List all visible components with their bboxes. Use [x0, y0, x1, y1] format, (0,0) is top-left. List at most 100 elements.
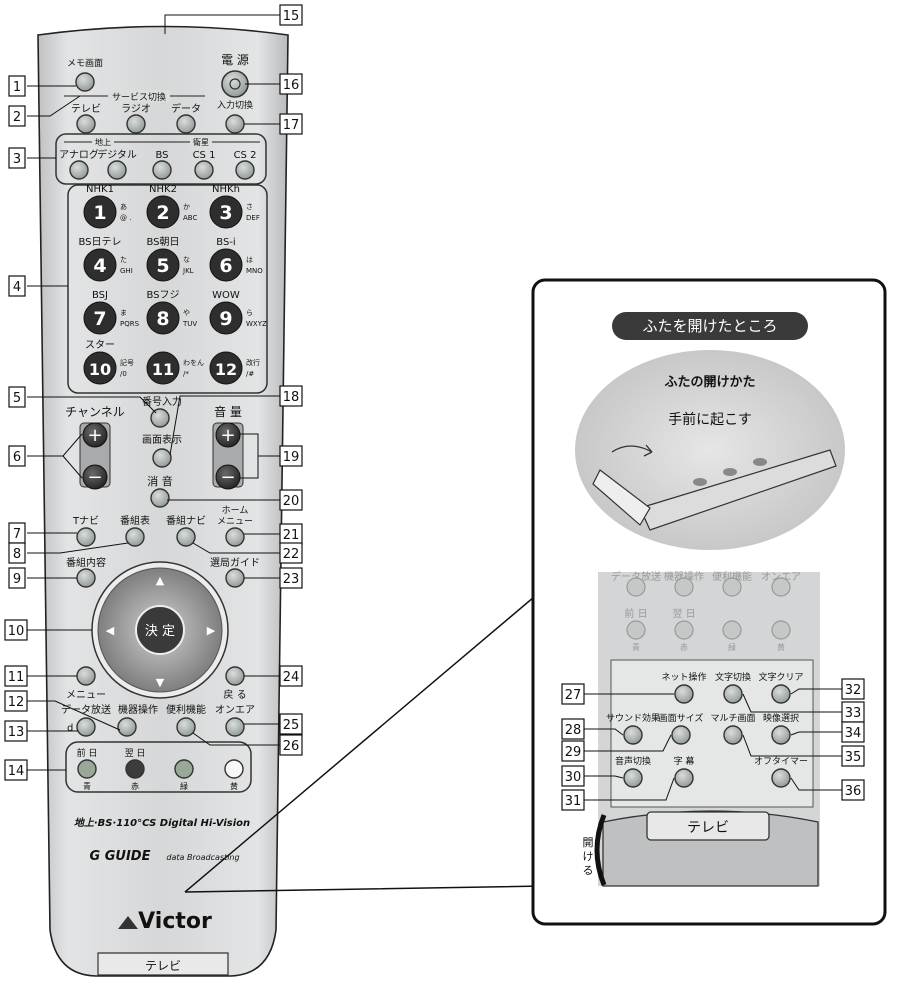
power-label: 電 源 — [221, 53, 249, 67]
number-key[interactable] — [209, 301, 243, 335]
faded-color-label: 青 — [632, 642, 640, 652]
number-key-channel: WOW — [212, 290, 240, 301]
inset-button[interactable] — [723, 684, 743, 704]
arrow-left-icon[interactable]: ◀ — [106, 624, 115, 637]
faded-color-button — [626, 620, 646, 640]
mute-button[interactable] — [150, 488, 170, 508]
inset-button[interactable] — [674, 768, 694, 788]
number-key[interactable] — [83, 195, 117, 229]
callout-number: 33 — [845, 706, 862, 721]
home-label-line2: メニュー — [217, 517, 253, 527]
service-button[interactable] — [176, 114, 196, 134]
display-button[interactable] — [152, 448, 172, 468]
inset-buttons: ネット操作27文字切換33文字クリア32サウンド効果28画面サイズ29マルチ画面… — [561, 671, 865, 811]
inset-button[interactable] — [723, 725, 743, 745]
prog-info-button[interactable] — [76, 568, 96, 588]
enter-button[interactable] — [135, 605, 185, 655]
inset-button[interactable] — [623, 725, 643, 745]
callout-box — [561, 718, 585, 740]
number-key[interactable] — [83, 351, 117, 385]
number-key-sub: /0 — [120, 370, 127, 378]
device-op-button[interactable] — [117, 717, 137, 737]
channel-up-button[interactable] — [82, 422, 108, 448]
service-button[interactable] — [76, 114, 96, 134]
broadcast-button-label: CS 2 — [234, 150, 257, 161]
volume-label: 音 量 — [214, 404, 242, 419]
color-button[interactable] — [77, 759, 97, 779]
number-key[interactable] — [146, 301, 180, 335]
inset-button-label: サウンド効果 — [606, 712, 660, 724]
broadcast-button[interactable] — [194, 160, 214, 180]
tnavi-button[interactable] — [76, 527, 96, 547]
number-key[interactable] — [209, 195, 243, 229]
epg-button[interactable] — [125, 527, 145, 547]
broadcast-button[interactable] — [152, 160, 172, 180]
station-guide-button[interactable] — [225, 568, 245, 588]
callout-number: 8 — [13, 547, 21, 562]
service-button[interactable] — [126, 114, 146, 134]
inset-button[interactable] — [771, 725, 791, 745]
broadcast-button-label: CS 1 — [193, 150, 216, 161]
callout-number: 12 — [8, 695, 25, 710]
color-button[interactable] — [125, 759, 145, 779]
arrow-up-icon[interactable]: ▲ — [156, 574, 165, 587]
convenient-button[interactable] — [176, 717, 196, 737]
number-key-kana: た — [120, 256, 127, 264]
number-key[interactable] — [146, 351, 180, 385]
volume-up-button[interactable] — [215, 422, 241, 448]
back-button[interactable] — [225, 666, 245, 686]
callout-box — [841, 678, 865, 700]
callout-number: 22 — [283, 547, 300, 562]
menu-button[interactable] — [76, 666, 96, 686]
channel-down-button[interactable] — [82, 464, 108, 490]
callout-box — [4, 690, 28, 712]
color-button[interactable] — [224, 759, 244, 779]
inset-button[interactable] — [771, 684, 791, 704]
callout-box — [8, 567, 26, 589]
color-button[interactable] — [174, 759, 194, 779]
power-icon — [229, 78, 241, 90]
back-label: 戻 る — [223, 688, 246, 701]
inset-button[interactable] — [623, 768, 643, 788]
service-button-label: データ — [171, 102, 201, 115]
data-broadcast-button[interactable] — [76, 717, 96, 737]
callout-box — [4, 665, 28, 687]
callout-number: 24 — [283, 670, 300, 685]
callout-number: 25 — [283, 718, 300, 733]
callout-number: 27 — [565, 688, 582, 703]
home-menu-button[interactable] — [225, 527, 245, 547]
arrow-right-icon[interactable]: ▶ — [207, 624, 216, 637]
inset-button[interactable] — [671, 725, 691, 745]
callout-number: 13 — [8, 725, 25, 740]
number-key-kana: 記号 — [120, 358, 134, 367]
arrow-down-icon[interactable]: ▼ — [156, 676, 165, 689]
number-key-sub: @ . — [120, 214, 131, 222]
number-key[interactable] — [146, 248, 180, 282]
power-button[interactable] — [221, 70, 249, 98]
inset-button[interactable] — [771, 768, 791, 788]
input-switch-button[interactable] — [225, 114, 245, 134]
number-key[interactable] — [83, 301, 117, 335]
broadcast-button[interactable] — [107, 160, 127, 180]
faded-button-label: データ放送 — [611, 570, 661, 583]
number-key[interactable] — [146, 195, 180, 229]
on-air-button[interactable] — [225, 717, 245, 737]
channel-label: チャンネル — [65, 405, 125, 419]
prog-navi-button[interactable] — [176, 527, 196, 547]
number-key[interactable] — [83, 248, 117, 282]
number-input-button[interactable] — [150, 408, 170, 428]
number-key[interactable] — [209, 248, 243, 282]
inset-button-label: 文字切換 — [715, 671, 751, 683]
inset-button[interactable] — [674, 684, 694, 704]
volume-down-button[interactable] — [215, 464, 241, 490]
broadcast-button[interactable] — [69, 160, 89, 180]
memo-button[interactable] — [75, 72, 95, 92]
prog-navi-label: 番組ナビ — [166, 514, 206, 527]
station-guide-label: 選局ガイド — [210, 556, 260, 569]
faded-color-label: 緑 — [728, 642, 736, 652]
number-key[interactable] — [209, 351, 243, 385]
terrestrial-label: 地上 — [95, 137, 111, 147]
broadcast-button[interactable] — [235, 160, 255, 180]
